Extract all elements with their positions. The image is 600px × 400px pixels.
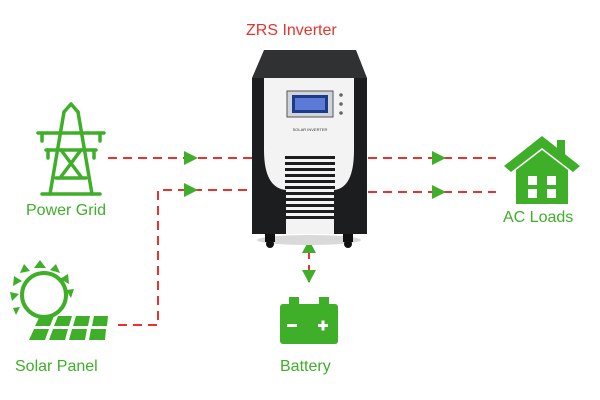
power-tower-icon xyxy=(36,102,106,196)
solar-panel-label: Solar Panel xyxy=(15,358,98,375)
battery-label: Battery xyxy=(280,358,331,375)
inverter-icon: SOLAR INVERTER xyxy=(252,50,367,248)
ac-loads-label: AC Loads xyxy=(503,209,574,226)
battery-icon xyxy=(280,297,338,344)
solar-panel-icon xyxy=(10,260,108,340)
flow-arrow-battery-up xyxy=(302,240,316,253)
diagram-title: ZRS Inverter xyxy=(246,22,337,39)
flow-arrow-loads-top xyxy=(432,151,446,165)
solar-to-inverter-line xyxy=(118,189,252,326)
flow-arrow-loads-bottom xyxy=(432,185,446,199)
house-icon xyxy=(504,136,580,204)
flow-arrow-battery-down xyxy=(302,270,316,283)
flow-arrow-grid xyxy=(184,151,198,165)
flow-arrow-solar xyxy=(184,183,198,197)
inverter-panel-text: SOLAR INVERTER xyxy=(293,127,328,132)
power-grid-label: Power Grid xyxy=(26,202,107,219)
